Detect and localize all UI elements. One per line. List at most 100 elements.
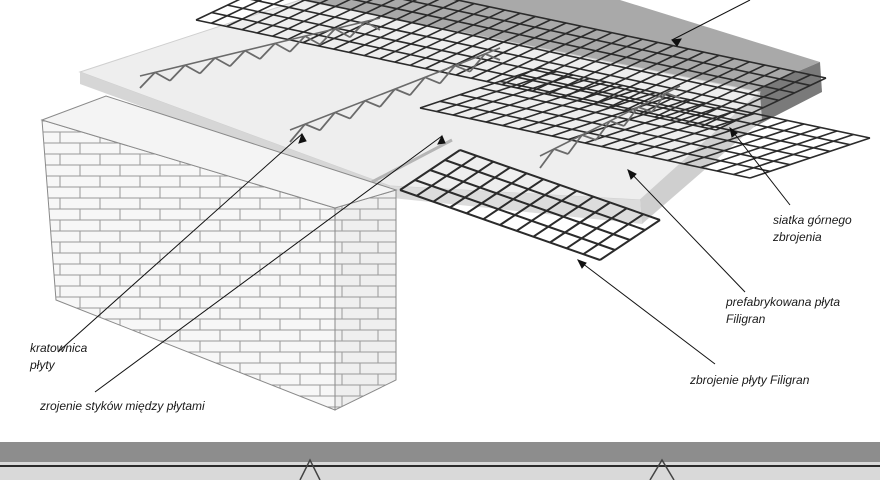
truss-diagonal [289, 35, 306, 53]
top-mesh-bar-b [351, 0, 795, 94]
top-mesh-bar-a [241, 0, 307, 31]
slab-truss-group [139, 17, 681, 169]
slab-joint [371, 138, 453, 184]
truss-diagonal [319, 111, 336, 131]
top-mesh-bar-a [700, 74, 812, 128]
top-mesh-bar-a [409, 12, 521, 67]
top-mesh-bar-a [578, 48, 689, 102]
leader-precast-slab-arrow [627, 169, 637, 180]
top-mesh-bar-a [486, 28, 597, 83]
truss-diagonal [274, 42, 291, 53]
truss-diagonal [595, 120, 611, 141]
leader-top-mesh-arrow [729, 126, 738, 138]
top-mesh-bar-b [439, 100, 771, 173]
truss-diagonal [184, 64, 201, 75]
truss-diagonal [229, 50, 246, 67]
label-joint-reinforcement-text: zrojenie styków między płytami [40, 399, 205, 413]
filigran-mesh-bar-b [429, 169, 631, 241]
top-mesh-bar-a [333, 0, 440, 50]
leader-lines [57, 0, 791, 393]
truss-diagonal [364, 99, 381, 108]
top-mesh-bar-a [608, 54, 720, 109]
top-mesh-bar-a [226, 0, 285, 28]
truss-diagonal [484, 53, 501, 61]
label-precast-slab-line1: prefabrykowana płyta [726, 295, 841, 309]
truss-diagonal [289, 123, 306, 143]
truss-diagonal [553, 148, 569, 155]
truss-diagonal [259, 42, 276, 60]
top-mesh-bar-b [499, 80, 831, 153]
truss-diagonal [394, 88, 411, 96]
top-mesh-bar-a [623, 57, 735, 112]
top-mesh-bar-b [402, 0, 811, 87]
top-mesh-bar-a [256, 0, 329, 34]
top-mesh-bar-b [453, 0, 827, 79]
label-precast-slab-line2: Filigran [726, 312, 766, 326]
truss-diagonal [244, 49, 261, 60]
label-slab-truss-line1: kratownica [30, 341, 88, 355]
label-slab-truss-line2: płyty [30, 358, 55, 372]
top-mesh-bar-a [363, 2, 475, 57]
truss-diagonal [199, 57, 216, 75]
top-mesh-bar-a [425, 15, 536, 70]
truss-diagonal [409, 76, 426, 96]
truss-diagonal [469, 53, 486, 73]
truss-diagonal [454, 64, 471, 73]
filigran-mesh-bar-b [444, 159, 646, 231]
truss-diagonal [424, 76, 441, 85]
top-mesh-bar-a [501, 31, 613, 86]
filigran-mesh-bar-b [459, 149, 661, 221]
top-mesh-bar-a [272, 0, 351, 37]
section-band-truss-left [299, 458, 321, 480]
top-mesh-bar-b [519, 73, 851, 146]
leader-slab-truss-arrow [298, 132, 307, 144]
leader-top-mesh [729, 127, 791, 206]
truss-diagonal [334, 28, 351, 39]
top-mesh-bar-b [459, 93, 791, 166]
label-joint-reinforcement: zrojenie styków między płytami [40, 398, 205, 415]
brick-wall-top [40, 95, 398, 209]
filigran-mesh-bar-b [399, 189, 601, 261]
truss-diagonal [214, 57, 231, 68]
label-slab-reinforcement: zbrojenie płyty Filigran [690, 372, 809, 389]
truss-diagonal [304, 35, 321, 46]
section-band-truss-right [649, 458, 675, 480]
brick-wall-side [334, 189, 397, 411]
label-top-mesh-line2: zbrojenia [773, 230, 822, 244]
truss-top-chord [139, 17, 381, 77]
top-mesh-bar-a [685, 70, 796, 125]
truss-diagonal [637, 106, 653, 113]
top-mesh-bar-a [210, 0, 263, 24]
top-mesh-bar-b [227, 4, 748, 116]
truss-diagonal [364, 20, 381, 31]
section-band-top [0, 442, 880, 462]
truss-diagonal [154, 71, 171, 82]
leader-joint-reinforcement-arrow [437, 134, 446, 145]
leader-precast-slab [627, 169, 746, 293]
top-mesh-bar-b [539, 67, 871, 139]
truss-diagonal [665, 92, 681, 99]
label-slab-reinforcement-text: zbrojenie płyty Filigran [690, 373, 810, 387]
top-mesh-bar-a [394, 9, 506, 63]
top-mesh-bar-a [302, 0, 396, 44]
truss-diagonal [567, 134, 583, 155]
leader-topping [671, 0, 751, 41]
top-mesh-bar-a [287, 0, 374, 41]
truss-diagonal [304, 123, 321, 132]
top-mesh-bar-b [479, 87, 811, 159]
label-precast-slab: prefabrykowana płyta Filigran [726, 294, 840, 328]
leader-slab-truss [57, 133, 303, 353]
truss-diagonal [581, 134, 597, 141]
truss-diagonal [609, 120, 625, 127]
filigran-mesh-bar-b [414, 179, 616, 251]
leader-slab-reinforcement-arrow [576, 259, 587, 269]
truss-diagonal [169, 64, 186, 82]
truss-diagonal [539, 148, 555, 169]
leader-joint-reinforcement [94, 135, 443, 393]
top-mesh-bar-a [654, 64, 766, 118]
label-top-mesh-line1: siatka górnego [773, 213, 852, 227]
truss-diagonal [439, 64, 456, 85]
top-mesh-bar-a [669, 67, 781, 122]
top-mesh-bar-b [250, 0, 764, 109]
